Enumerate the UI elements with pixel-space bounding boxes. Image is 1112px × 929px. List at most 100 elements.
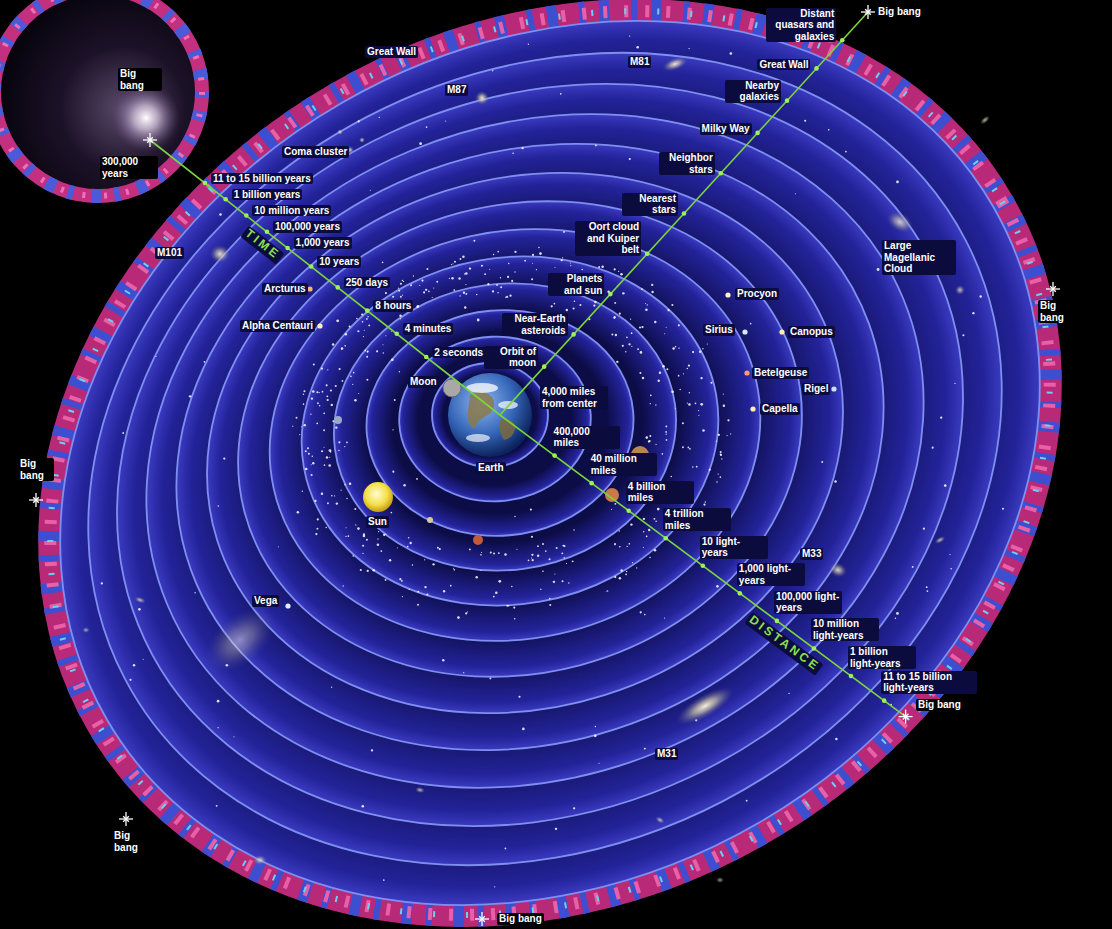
star-dot [305, 468, 308, 471]
star-dot [301, 426, 302, 427]
star-dot [465, 293, 467, 295]
axis-tick [285, 246, 290, 251]
star-dot [530, 509, 532, 511]
star-dot [218, 505, 220, 507]
time-label: 100,000 years [273, 221, 342, 233]
star-dot [640, 611, 642, 613]
distance-ring [396, 333, 595, 506]
distance-label: 400,000 miles [552, 426, 620, 449]
star-dot [511, 586, 513, 588]
star-dot [642, 377, 644, 379]
galaxy-image [827, 560, 849, 579]
star-dot [561, 552, 563, 554]
star-dot [331, 404, 333, 406]
star-dot [216, 805, 218, 807]
star-dot [465, 272, 467, 274]
star-dot [514, 618, 516, 620]
star-dot [594, 734, 597, 737]
star-dot [421, 279, 423, 281]
star-dot [593, 304, 595, 306]
star-dot [614, 543, 616, 545]
star-dot [542, 570, 544, 572]
big-bang-mark [861, 5, 875, 19]
star-dot [513, 607, 515, 609]
big-bang-label: Big bang [916, 699, 963, 711]
star-dot [702, 348, 703, 349]
star-dot [671, 391, 674, 394]
big-bang-ray [33, 497, 39, 503]
star-dot [326, 395, 328, 397]
star-dot [419, 142, 422, 145]
star-dot [342, 380, 344, 382]
big-bang-ray [865, 9, 871, 15]
star-dot [954, 383, 955, 384]
star-dot [475, 576, 477, 578]
star-dot [426, 126, 428, 128]
distance-ring [230, 183, 801, 688]
star-dot [664, 618, 665, 619]
time-label: 2 seconds [432, 347, 485, 359]
star-dot [292, 426, 293, 427]
star-field [101, 35, 1004, 887]
star-dot [687, 402, 688, 403]
galaxy-image [194, 596, 286, 684]
star-dot [345, 333, 347, 335]
galaxy-image [253, 855, 267, 865]
star-dot [316, 422, 318, 424]
time-label: 4 minutes [403, 323, 454, 335]
inset-label: Big bang [118, 68, 162, 91]
star-dot [821, 461, 823, 463]
star-dot [223, 457, 225, 459]
star-dot [716, 481, 718, 483]
star-dot [614, 503, 616, 505]
galaxy-image [978, 114, 991, 126]
star-dot [363, 533, 365, 535]
star-dot [528, 44, 529, 45]
axis-tick [812, 646, 817, 651]
star-dot [354, 508, 356, 510]
star-dot [413, 275, 414, 276]
star-dot [101, 582, 103, 584]
axis-tick [849, 674, 854, 679]
star-dot [424, 559, 425, 560]
star-dot [490, 552, 492, 554]
star-dot [675, 346, 677, 348]
star-dot [143, 659, 144, 660]
star-dot [362, 805, 365, 808]
star-dot [299, 434, 300, 435]
sphere-rim [0, 0, 202, 196]
star-dot [511, 280, 513, 282]
star-dot [426, 268, 428, 270]
star-dot [549, 598, 551, 600]
star-dot [489, 269, 490, 270]
star-dot [512, 152, 514, 154]
star-dot [619, 577, 622, 580]
star-dot [445, 121, 446, 122]
star-dot [344, 484, 345, 485]
star-dot [625, 351, 626, 352]
star-dot [392, 429, 393, 430]
big-bang-mark [143, 133, 157, 147]
star-dot [493, 553, 495, 555]
star-dot [639, 372, 641, 374]
star-dot [453, 569, 455, 571]
star-dot [344, 345, 346, 347]
star-dot [699, 351, 701, 353]
star-dot [469, 548, 471, 550]
star-dot [495, 591, 498, 594]
star-dot [514, 516, 515, 517]
star-dot [316, 528, 318, 530]
axis-line [500, 12, 868, 415]
star-dot [329, 457, 330, 458]
star-dot [640, 351, 643, 354]
star-dot [720, 476, 722, 478]
star-dot [629, 158, 631, 160]
star-dot [536, 269, 537, 270]
star-dot [400, 283, 402, 285]
star-dot [402, 280, 403, 281]
star-dot [531, 278, 533, 280]
axis-tick [265, 229, 270, 234]
star-dot [573, 807, 575, 809]
star-dot [349, 325, 351, 327]
object-label: Earth [476, 462, 506, 474]
